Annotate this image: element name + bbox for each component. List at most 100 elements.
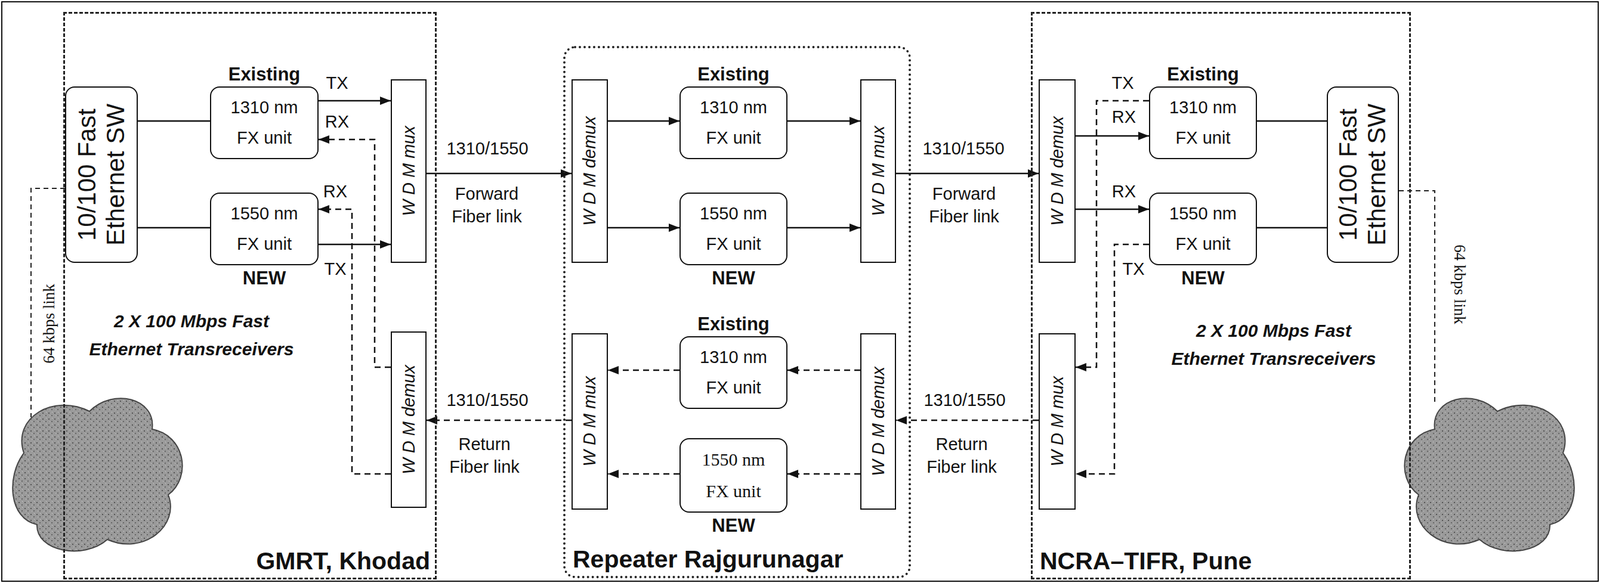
wavelength-label: 1310/1550 <box>444 391 530 411</box>
signal-path <box>426 173 572 175</box>
fiber-network-cloud <box>1404 398 1574 552</box>
wdm-box: W D M mux <box>571 333 608 511</box>
unit-label: 10/100 Fast Ethernet SW <box>1333 92 1392 258</box>
signal-path <box>137 227 210 230</box>
fiber-link-label: Forward Fiber link <box>922 183 1006 228</box>
signal-name: RX <box>1110 182 1138 202</box>
status-heading: Existing <box>1166 63 1240 86</box>
unit-label: 1550 nm FX unit <box>1164 198 1243 260</box>
transceiver-note: 2 X 100 Mbps Fast Ethernet Transreceiver… <box>78 307 305 364</box>
signal-path <box>1256 120 1327 123</box>
site-name: GMRT, Khodad <box>255 547 431 576</box>
signal-name: TX <box>322 260 348 280</box>
status-tag: NEW <box>1181 267 1225 290</box>
unit-label: W D M demux <box>1047 116 1068 227</box>
return-fiber-path <box>787 369 861 372</box>
signal-name: RX <box>1110 107 1138 128</box>
wavelength-label: 1310/1550 <box>444 139 530 159</box>
signal-path <box>1075 135 1149 138</box>
wdm-box: W D M demux <box>860 333 897 511</box>
site-region: NCRA–TIFR, PuneW D M demuxExisting1310 n… <box>1030 11 1411 580</box>
signal-name: TX <box>323 73 350 94</box>
wdm-box: W D M demux <box>390 331 427 509</box>
signal-path <box>318 100 391 103</box>
unit-label: 1550 nm FX unit <box>695 198 773 260</box>
signal-path <box>1256 227 1327 230</box>
unit-label: 1310 nm FX unit <box>695 92 773 154</box>
fiber-link-label: Return Fiber link <box>442 433 527 479</box>
ethernet-switch: 10/100 Fast Ethernet SW <box>65 86 138 264</box>
fiber-link-label: Forward Fiber link <box>445 183 529 228</box>
return-fiber-path <box>1075 244 1149 475</box>
unit-label: 1310 nm FX unit <box>695 342 773 404</box>
unit-label: W D M demux <box>579 116 600 227</box>
signal-path <box>137 120 210 123</box>
wdm-box: W D M demux <box>1038 79 1076 264</box>
unit-label: 1310 nm FX unit <box>225 92 304 154</box>
signal-path <box>607 120 680 123</box>
unit-label: W D M demux <box>868 366 889 477</box>
unit-label: 1550 nm FX unit <box>225 198 304 260</box>
unit-label: 1550 nm FX unit <box>695 444 773 508</box>
status-tag: NEW <box>242 267 286 290</box>
site-region: Repeater Rajgurunagar W D M demux W D M de… <box>563 45 911 579</box>
return-fiber-path <box>607 473 680 476</box>
fx-unit: 1550 nm FX unitNEW <box>679 438 788 514</box>
signal-name: TX <box>1120 260 1147 280</box>
status-heading: Existing <box>697 63 770 86</box>
signal-path <box>787 227 861 230</box>
unit-label: W D M mux <box>868 125 889 216</box>
unit-label: W D M mux <box>579 376 600 467</box>
site-name: Repeater Rajgurunagar <box>572 545 843 574</box>
site-name: NCRA–TIFR, Pune <box>1039 547 1252 576</box>
return-fiber-path <box>787 473 861 476</box>
kbps-link-line <box>31 188 66 418</box>
status-tag: NEW <box>711 267 755 290</box>
wdm-box: W D M mux <box>860 79 897 264</box>
signal-path <box>787 120 861 123</box>
fx-unit: Existing1310 nm FX unit <box>679 86 788 160</box>
fiber-network-cloud <box>12 398 182 552</box>
signal-path <box>607 227 680 230</box>
return-fiber-path <box>896 419 1039 422</box>
status-tag: NEW <box>711 515 755 537</box>
transceiver-note: 2 X 100 Mbps Fast Ethernet Transreceiver… <box>1160 317 1388 373</box>
fx-unit: 1550 nm FX unitNEW <box>679 192 788 266</box>
status-heading: Existing <box>228 63 301 86</box>
kbps-link-label: 64 kbps link <box>39 283 59 364</box>
wavelength-label: 1310/1550 <box>921 391 1008 411</box>
fx-unit: Existing1310 nm FX unit <box>1148 86 1257 160</box>
signal-path <box>1075 208 1149 211</box>
wavelength-label: 1310/1550 <box>920 139 1006 159</box>
kbps-link-line <box>1398 190 1435 406</box>
signal-name: TX <box>1109 73 1136 94</box>
return-fiber-path <box>1075 100 1149 368</box>
kbps-link-label: 64 kbps link <box>1450 244 1469 325</box>
wdm-box: W D M mux <box>390 79 427 264</box>
fx-unit: 1550 nm FX unitNEW <box>209 192 319 266</box>
return-fiber-path <box>318 209 391 475</box>
ethernet-switch: 10/100 Fast Ethernet SW <box>1326 86 1399 264</box>
signal-name: RX <box>323 112 351 132</box>
site-region: GMRT, Khodad 10/100 Fast Ethernet SW Exist… <box>63 11 437 580</box>
status-heading: Existing <box>697 313 770 336</box>
return-fiber-path <box>426 419 572 422</box>
unit-label: 10/100 Fast Ethernet SW <box>72 92 131 258</box>
fiber-link-label: Return Fiber link <box>919 433 1004 479</box>
return-fiber-path <box>607 369 680 372</box>
wdm-box: W D M mux <box>1038 333 1076 511</box>
signal-path <box>896 173 1039 175</box>
unit-label: W D M mux <box>399 125 419 216</box>
wdm-box: W D M demux <box>571 79 608 264</box>
unit-label: W D M demux <box>399 365 419 475</box>
signal-path <box>318 243 391 246</box>
unit-label: W D M mux <box>1047 376 1068 467</box>
return-fiber-path <box>318 139 391 368</box>
unit-label: 1310 nm FX unit <box>1164 92 1243 154</box>
signal-name: RX <box>321 182 349 202</box>
fx-unit: Existing1310 nm FX unit <box>679 336 788 410</box>
fx-unit: 1550 nm FX unitNEW <box>1148 192 1257 266</box>
fx-unit: Existing1310 nm FX unit <box>209 86 319 160</box>
